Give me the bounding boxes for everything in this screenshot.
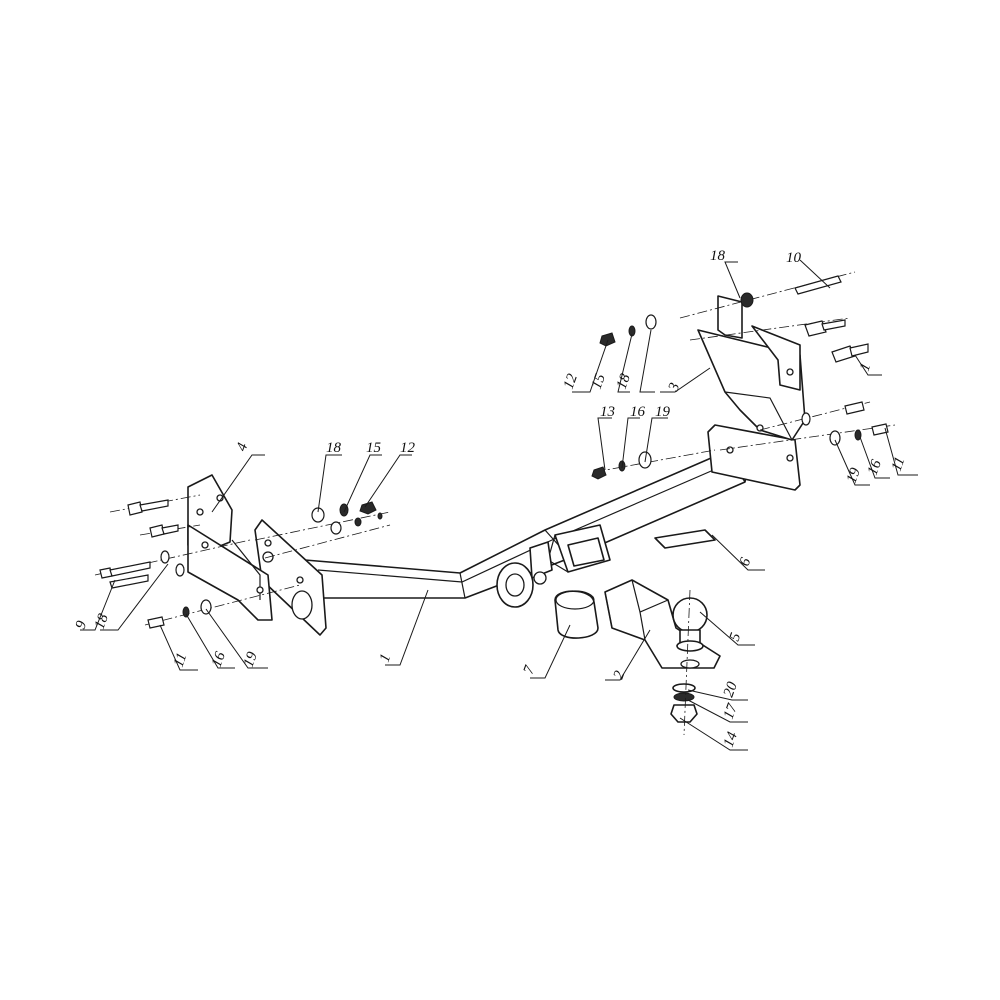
callout-12-right: 12 bbox=[561, 371, 581, 391]
callout-16-right-top: 16 bbox=[630, 404, 646, 420]
callout-18-right: 18 bbox=[614, 371, 634, 391]
callout-12-left: 12 bbox=[400, 440, 416, 456]
callout-11-right: 11 bbox=[889, 455, 909, 474]
tow-ball bbox=[672, 597, 708, 652]
callout-18-left: 18 bbox=[326, 440, 342, 456]
callout-5: 5 bbox=[727, 630, 745, 643]
callout-16-left: 16 bbox=[209, 649, 229, 669]
callout-9: 9 bbox=[73, 618, 91, 631]
callout-13: 13 bbox=[600, 404, 615, 420]
callout-10: 10 bbox=[786, 250, 802, 266]
callout-7: 7 bbox=[521, 662, 539, 676]
callout-18-top: 18 bbox=[710, 248, 726, 264]
left-bracket bbox=[187, 474, 273, 621]
callout-1-right-bolt: 1 bbox=[857, 361, 875, 374]
callout-15-left: 15 bbox=[366, 440, 382, 456]
callout-20: 20 bbox=[721, 679, 741, 699]
callout-16-right: 16 bbox=[865, 457, 885, 477]
callout-14: 14 bbox=[721, 729, 741, 749]
crossbar-left-plate bbox=[254, 519, 327, 636]
right-bracket bbox=[697, 295, 806, 441]
callout-17: 17 bbox=[721, 700, 742, 721]
callout-19-right: 19 bbox=[844, 465, 864, 485]
callout-1-crossbar: 1 bbox=[377, 652, 395, 665]
side-tube bbox=[654, 529, 716, 549]
callout-18-left-bolt: 18 bbox=[92, 611, 112, 631]
receiver-tube bbox=[547, 524, 611, 573]
callout-11-left: 11 bbox=[171, 651, 191, 670]
ball-washers-and-nut bbox=[670, 589, 698, 736]
callout-15-right: 15 bbox=[589, 371, 609, 391]
leaders bbox=[80, 259, 918, 751]
callout-19-right-top: 19 bbox=[655, 404, 671, 420]
socket-cover bbox=[554, 590, 599, 639]
callout-19-left: 19 bbox=[241, 649, 261, 669]
callout-6: 6 bbox=[737, 555, 755, 568]
callout-4: 4 bbox=[234, 440, 252, 453]
socket-plate bbox=[496, 541, 553, 608]
fasteners bbox=[94, 271, 896, 629]
crossbar-right-plate bbox=[707, 424, 801, 491]
